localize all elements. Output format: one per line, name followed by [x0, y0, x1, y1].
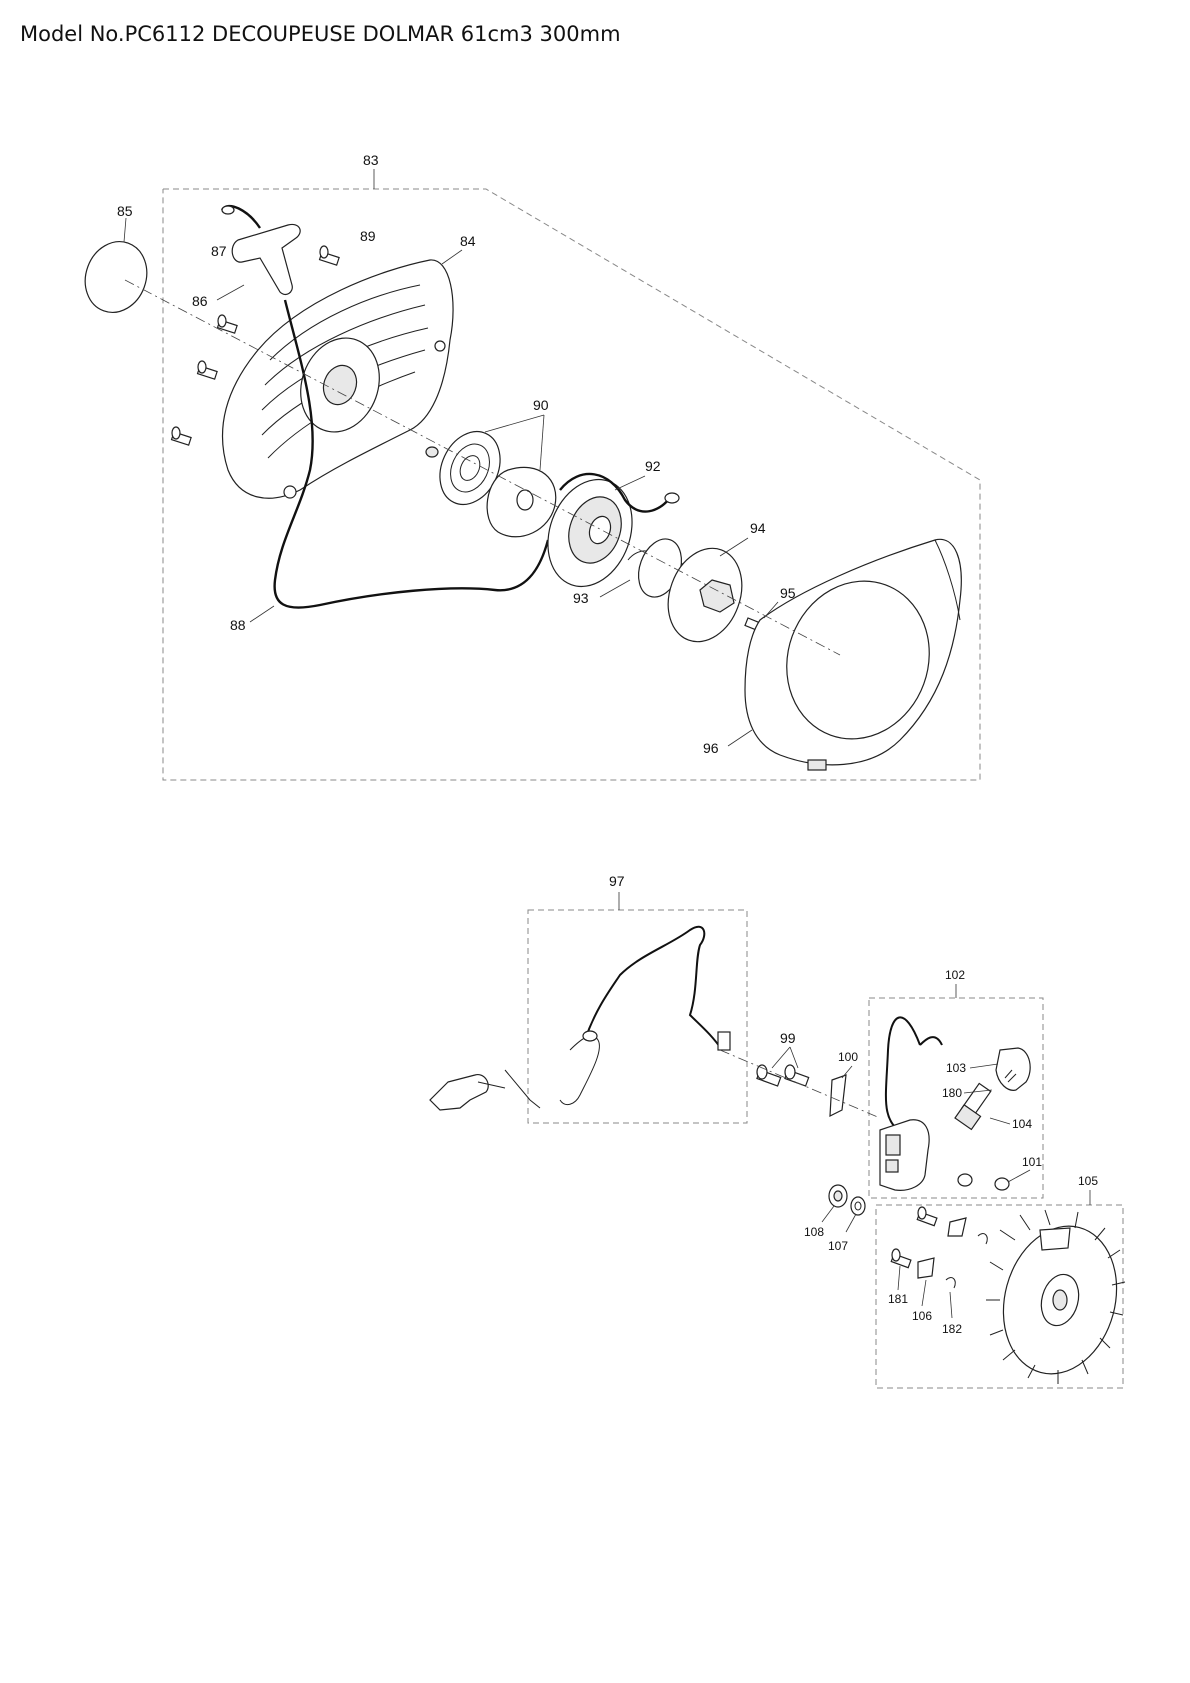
page-title: Model No.PC6112 DECOUPEUSE DOLMAR 61cm3 …	[20, 22, 621, 46]
callout-102: 102	[945, 968, 965, 982]
callout-182: 182	[942, 1322, 962, 1336]
fan-housing-96	[744, 538, 962, 771]
starter-housing-84	[221, 259, 454, 499]
screws-89	[170, 245, 340, 446]
assembly-axis	[124, 279, 841, 656]
linkage-assembly-group	[429, 892, 748, 1124]
callout-87: 87	[211, 243, 227, 259]
callout-88: 88	[230, 617, 246, 633]
callout-107: 107	[828, 1239, 848, 1253]
callout-105: 105	[1078, 1174, 1098, 1188]
starter-assembly-boundary	[162, 188, 981, 781]
spacer-100	[829, 1065, 853, 1117]
ignition-lead	[884, 1016, 943, 1136]
callout-181: 181	[888, 1292, 908, 1306]
plug-cap-103	[995, 1047, 1031, 1091]
callout-90: 90	[533, 397, 549, 413]
callout-180: 180	[942, 1086, 962, 1100]
callout-92: 92	[645, 458, 661, 474]
callout-83: 83	[363, 152, 379, 168]
callout-97: 97	[609, 873, 625, 889]
rope-pulley-92	[547, 472, 680, 588]
throttle-rod-97	[584, 925, 723, 1051]
callout-106: 106	[912, 1309, 932, 1323]
callout-100: 100	[838, 1050, 858, 1064]
flange-94	[667, 547, 743, 643]
nut-108-washer-107	[821, 1184, 866, 1233]
flywheel-group	[875, 1190, 1126, 1389]
callout-84: 84	[460, 233, 476, 249]
spring-cassette-90	[425, 430, 557, 538]
linkage-assembly-boundary	[527, 909, 748, 1124]
ignition-coil-group	[868, 984, 1044, 1199]
throttle-trigger	[429, 1073, 489, 1111]
cover-disc-85	[84, 217, 148, 313]
flywheel-105	[986, 1209, 1126, 1384]
callout-99: 99	[780, 1030, 796, 1046]
callout-95: 95	[780, 585, 796, 601]
starter-rope-88	[273, 299, 550, 609]
callout-85: 85	[117, 203, 133, 219]
flywheel-boundary	[875, 1204, 1124, 1389]
callout-108: 108	[804, 1225, 824, 1239]
upper-callouts: 83 85 89 84 87 86 90 92 94 93 95 88 96	[117, 152, 796, 756]
starter-handle-86-87	[220, 204, 301, 296]
ignition-coil-boundary	[868, 997, 1044, 1199]
callout-93: 93	[573, 590, 589, 606]
callout-89: 89	[360, 228, 376, 244]
callout-86: 86	[192, 293, 208, 309]
lower-assembly-axis	[719, 1049, 881, 1119]
spark-plug-104	[954, 1069, 1017, 1131]
callout-94: 94	[750, 520, 766, 536]
screws-99-group	[756, 1046, 810, 1087]
callout-96: 96	[703, 740, 719, 756]
callout-104: 104	[1012, 1117, 1032, 1131]
callout-101: 101	[1022, 1155, 1042, 1169]
callout-103: 103	[946, 1061, 966, 1075]
starter-assembly-group	[84, 169, 981, 781]
